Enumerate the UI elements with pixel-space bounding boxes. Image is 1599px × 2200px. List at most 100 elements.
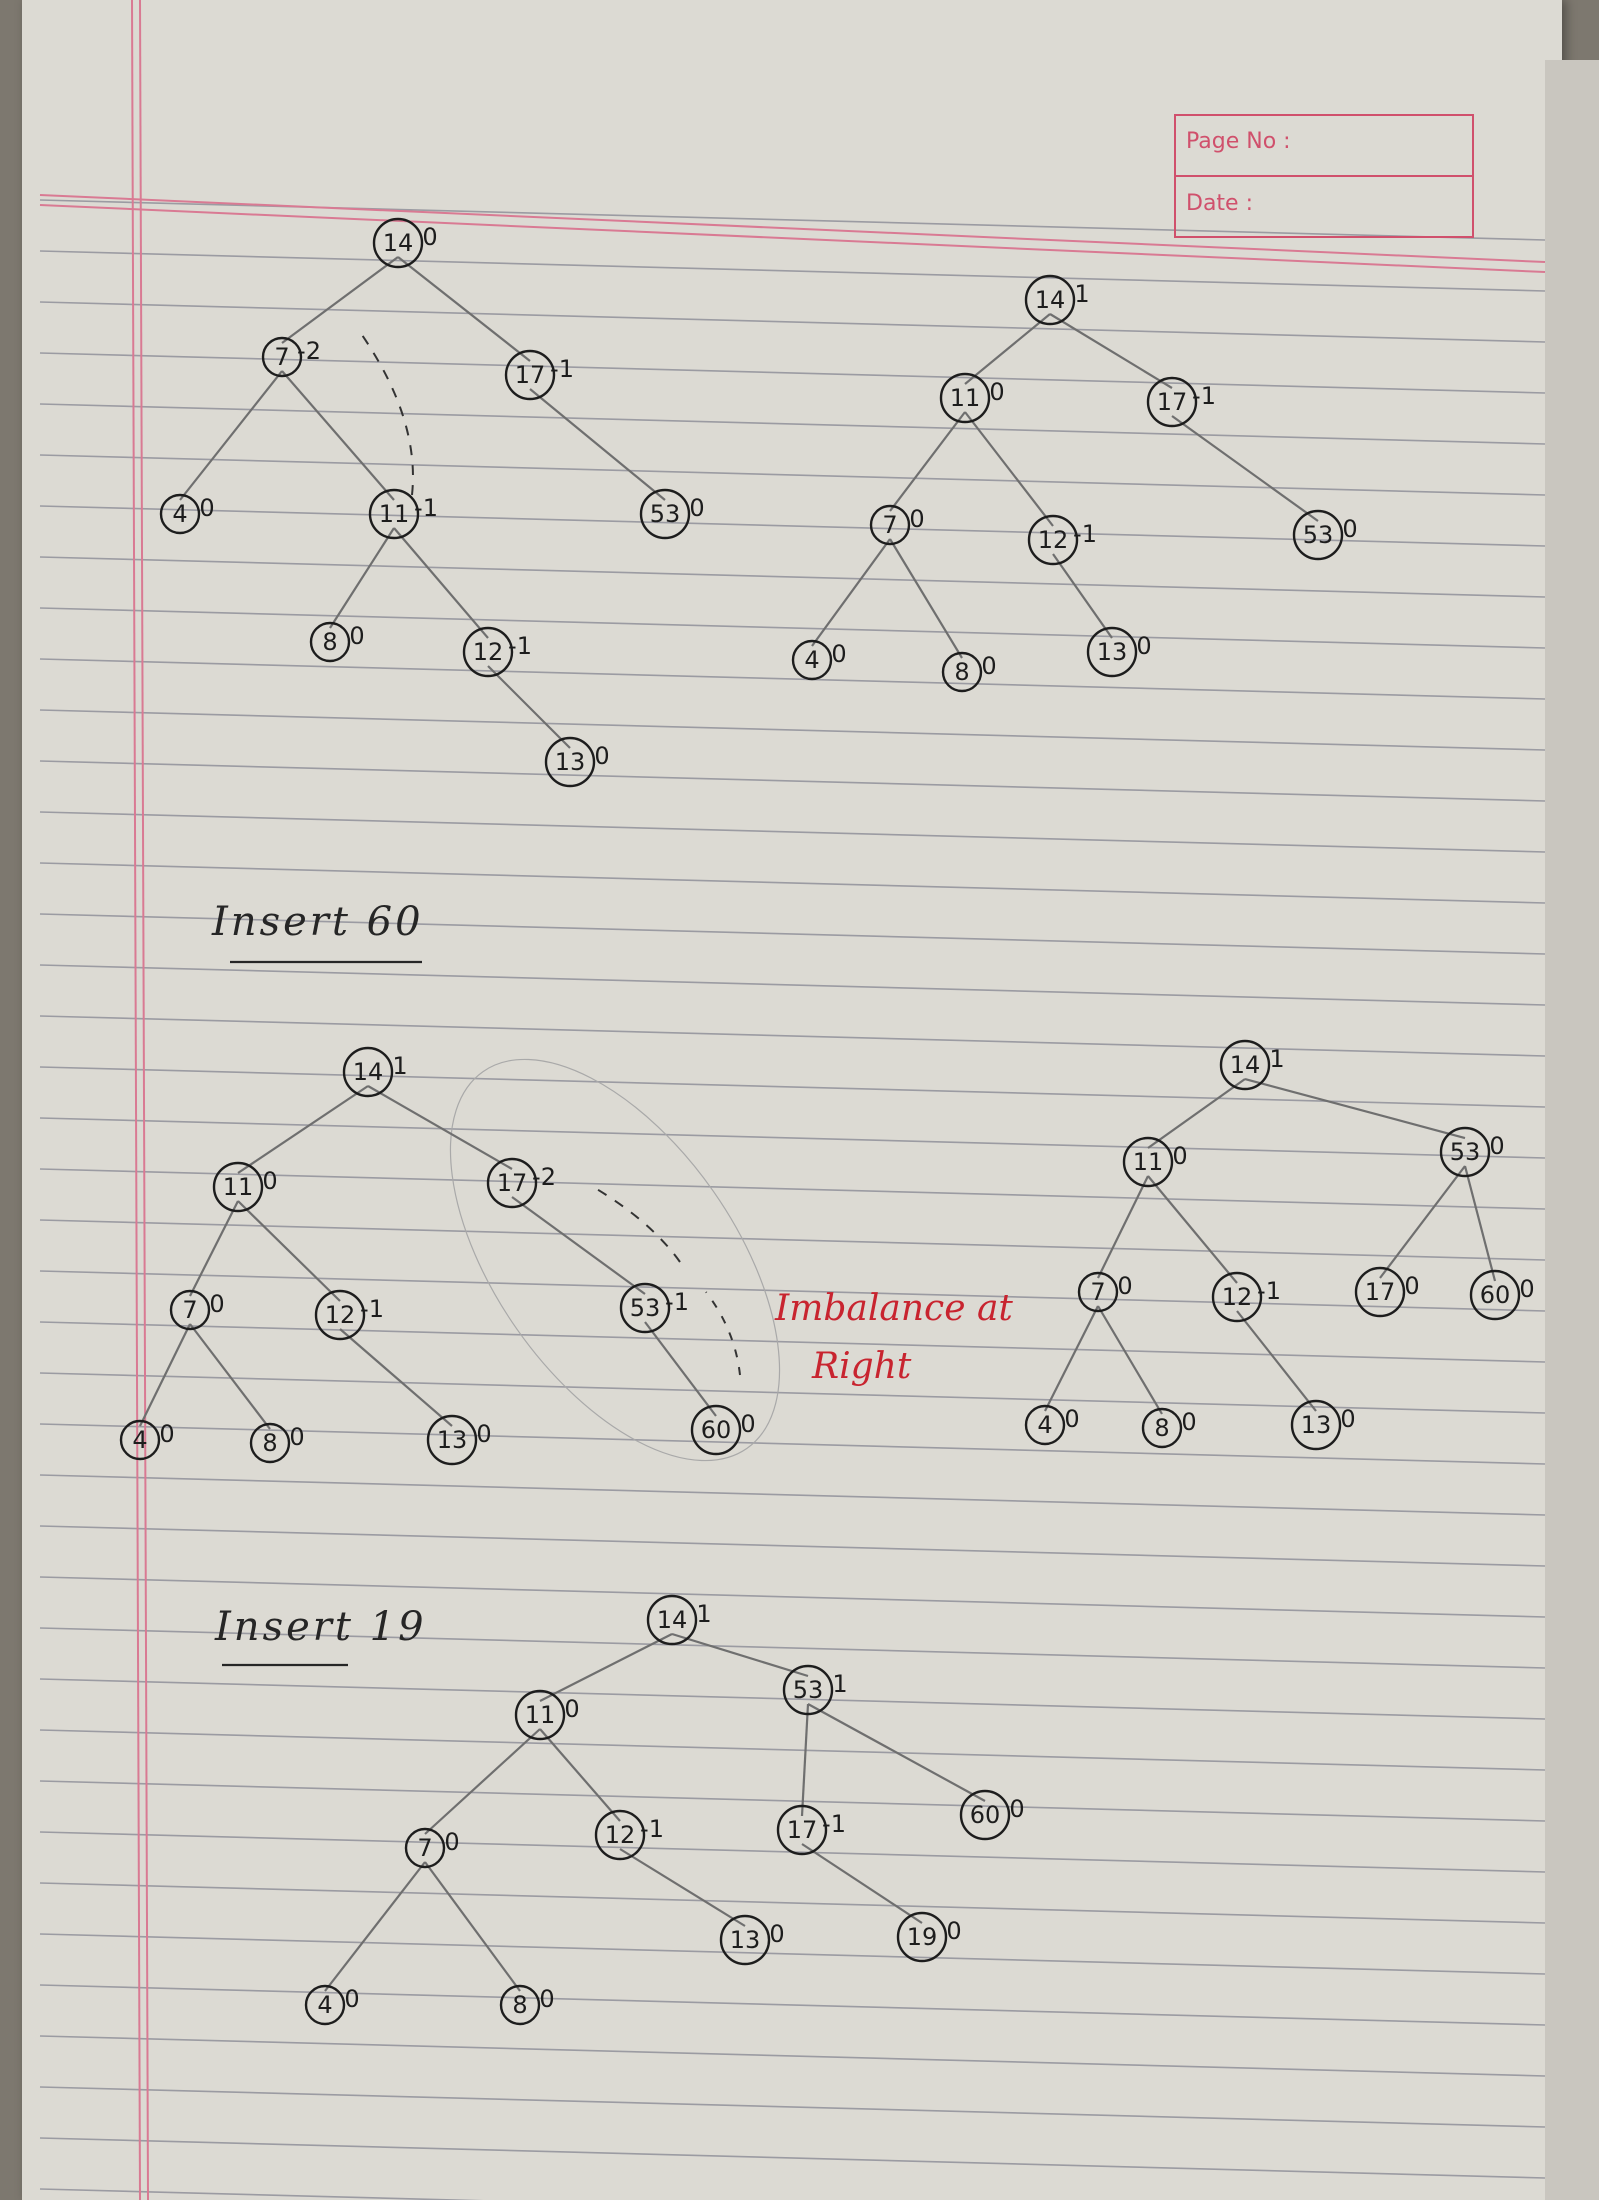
node-value: 53: [1303, 521, 1334, 549]
node-circle: [261, 336, 303, 378]
ruled-line: [39, 1525, 1546, 1567]
tree-edge: [424, 1861, 521, 1992]
tree-node-17: 17-1: [776, 1804, 846, 1856]
ruled-line: [39, 760, 1546, 802]
tree-edge: [539, 1633, 673, 1702]
date-label: Date :: [1186, 191, 1253, 216]
node-circle: [1146, 376, 1198, 428]
node-value: 60: [970, 1801, 1001, 1829]
node-value: 53: [630, 1294, 661, 1322]
tree-edge: [800, 1703, 810, 1817]
node-circle: [896, 1911, 948, 1963]
node-circle: [372, 217, 424, 269]
node-value: 11: [1133, 1148, 1164, 1176]
balance-factor: 1: [1074, 280, 1089, 308]
node-value: 60: [1480, 1281, 1511, 1309]
tree-node-12: 12-1: [314, 1289, 384, 1341]
node-value: 14: [353, 1058, 384, 1086]
tree-edge: [237, 1200, 341, 1302]
node-value: 12: [1222, 1283, 1253, 1311]
ruled-line: [39, 1933, 1546, 1975]
node-value: 17: [1157, 388, 1188, 416]
node-value: 4: [132, 1426, 147, 1454]
balance-factor: 0: [289, 1423, 304, 1451]
tree-node-7: 7-2: [261, 336, 321, 378]
node-value: 12: [325, 1301, 356, 1329]
tree-edge: [1147, 1078, 1246, 1149]
tree-edge: [1097, 1175, 1149, 1279]
tree-edge: [889, 411, 966, 512]
balance-factor: 0: [1009, 1795, 1024, 1823]
node-circle: [646, 1594, 698, 1646]
tree-node-60: 60 0: [959, 1789, 1025, 1841]
node-value: 8: [512, 1991, 527, 2019]
tree-edge: [1044, 1305, 1099, 1412]
node-value: 12: [1038, 526, 1069, 554]
node-value: 14: [1230, 1051, 1261, 1079]
tree-edge: [811, 538, 891, 647]
balance-factor: 0: [159, 1420, 174, 1448]
ruled-line: [39, 1066, 1546, 1108]
node-value: 11: [950, 384, 981, 412]
node-circle: [169, 1289, 211, 1331]
balance-factor: -1: [1192, 382, 1216, 410]
balance-factor: 0: [989, 378, 1004, 406]
node-circle: [119, 1419, 161, 1461]
ruled-line: [39, 1576, 1546, 1618]
tree-node-11: 11 0: [939, 372, 1005, 424]
ruled-line: [39, 1219, 1546, 1261]
node-value: 12: [605, 1821, 636, 1849]
node-circle: [304, 1984, 346, 2026]
node-circle: [249, 1422, 291, 1464]
rotation-arrow-mid-2: [705, 1291, 741, 1376]
node-value: 14: [383, 229, 414, 257]
tree-edge: [1236, 1310, 1317, 1412]
tree-edge: [511, 1196, 646, 1295]
ruled-line: [39, 607, 1546, 649]
balance-factor: 0: [444, 1828, 459, 1856]
node-value: 53: [793, 1676, 824, 1704]
balance-factor: -1: [1073, 520, 1097, 548]
node-value: 13: [555, 748, 586, 776]
node-circle: [639, 488, 691, 540]
node-circle: [690, 1404, 742, 1456]
node-circle: [1024, 1404, 1066, 1446]
tree-edge: [1244, 1077, 1466, 1140]
node-circle: [544, 736, 596, 788]
balance-factor: -1: [508, 632, 532, 660]
next-page-edge: [1545, 60, 1599, 2200]
ruled-line: [39, 964, 1546, 1006]
tree-edge: [189, 1200, 239, 1297]
node-circle: [342, 1046, 394, 1098]
balance-factor: 0: [1117, 1272, 1132, 1300]
tree-node-12: 12-1: [462, 626, 532, 678]
tree-edge: [189, 1323, 271, 1430]
balance-factor: -1: [665, 1288, 689, 1316]
node-circle: [368, 488, 420, 540]
tree-edge: [889, 538, 963, 659]
ruled-line: [39, 1882, 1546, 1924]
ruled-line: [39, 2137, 1546, 2179]
node-value: 11: [223, 1173, 254, 1201]
header-line-inner: [39, 204, 1546, 273]
ruled-line: [39, 709, 1546, 751]
ruled-line: [39, 250, 1546, 292]
tree-edge: [397, 256, 531, 362]
node-circle: [594, 1809, 646, 1861]
imbalance-annotation-line1: Imbalance at: [774, 1288, 1013, 1329]
header-box: Page No : Date :: [1174, 114, 1474, 238]
node-circle: [212, 1161, 264, 1213]
margin-line-inner: [139, 0, 149, 2200]
